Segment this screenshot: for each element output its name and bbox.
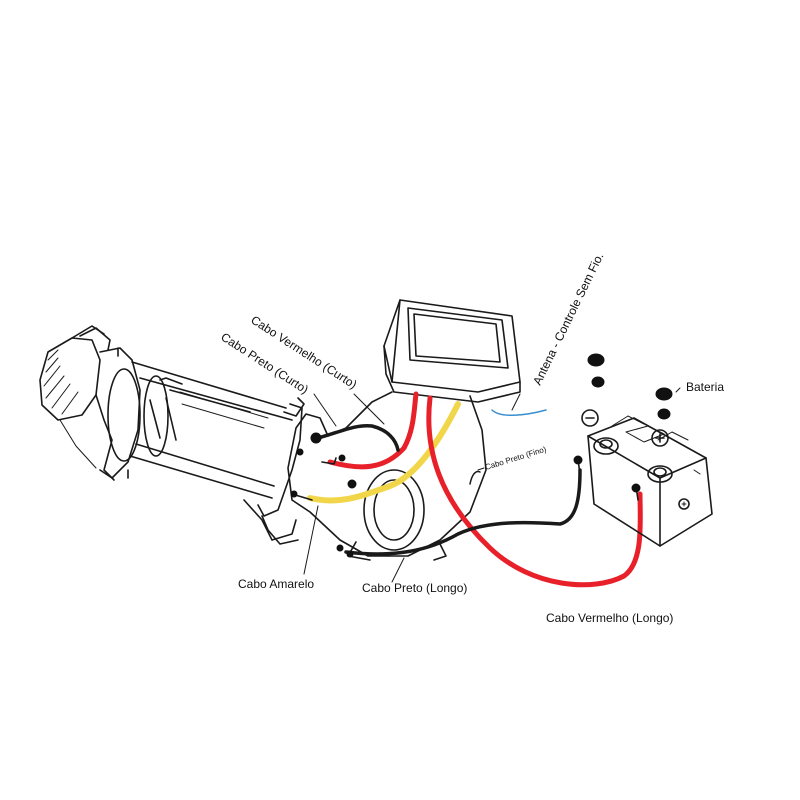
label-antenna: Antena - Controle Sem Fio. (530, 250, 606, 387)
leader-black-long (391, 557, 405, 583)
label-black-long: Cabo Preto (Longo) (362, 581, 467, 595)
label-yellow: Cabo Amarelo (238, 577, 314, 591)
cable-black-thin (469, 470, 481, 485)
cable-yellow (307, 401, 461, 504)
leader-antenna (511, 393, 521, 411)
winch-drum (129, 361, 293, 499)
leader-lines (303, 387, 681, 583)
antenna-wire (491, 409, 547, 416)
cables (307, 391, 643, 588)
leader-black-short (313, 393, 337, 427)
cable-black-short (316, 423, 400, 452)
label-black-thin: Cabo Preto (Fino) (484, 445, 548, 472)
label-red-long: Cabo Vermelho (Longo) (546, 611, 673, 625)
cable-red-short (327, 391, 419, 470)
control-box (383, 299, 521, 403)
battery-hardware (573, 353, 673, 501)
leader-black-thin (477, 467, 485, 471)
leader-red-short (353, 393, 385, 425)
winch-gear-housing (99, 347, 141, 479)
leader-yellow (303, 505, 319, 575)
cable-red-long (426, 395, 643, 588)
cable-black-long (344, 468, 582, 556)
minus-sign-icon (581, 409, 599, 427)
battery (587, 415, 713, 547)
winch-motor-end (39, 325, 115, 481)
cable-terminals (290, 432, 357, 558)
winch (39, 325, 305, 545)
label-battery: Bateria (686, 380, 724, 394)
winch-end-plate (243, 397, 305, 545)
leader-battery (675, 387, 681, 393)
plus-sign-icon (651, 429, 669, 447)
